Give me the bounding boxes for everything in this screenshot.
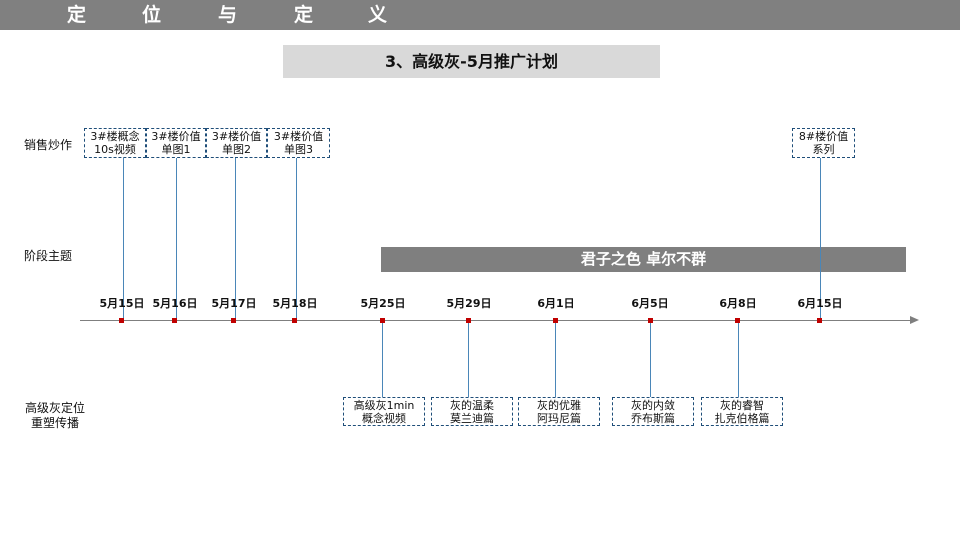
stage-theme-bar: 君子之色 卓尔不群 [381, 247, 906, 272]
timeline-date: 5月17日 [211, 297, 257, 310]
timeline-axis [80, 320, 912, 321]
timeline-tick [119, 318, 124, 323]
header-title-char: 定 [67, 4, 87, 26]
row-label-repositioning: 高级灰定位 重塑传播 [22, 401, 88, 431]
connector-line [123, 158, 124, 320]
connector-line [820, 158, 821, 320]
connector-line [738, 320, 739, 397]
event-line: 灰的温柔 [450, 399, 494, 412]
event-line: 莫兰迪篇 [450, 412, 494, 425]
header-title-char: 义 [368, 4, 388, 26]
connector-line [235, 158, 236, 320]
reposition-event-box: 灰的睿智 扎克伯格篇 [701, 397, 783, 426]
connector-line [650, 320, 651, 397]
timeline-date: 5月18日 [272, 297, 318, 310]
reposition-event-box: 灰的优雅 阿玛尼篇 [518, 397, 600, 426]
event-line: 3#楼价值 [151, 130, 201, 143]
event-line: 3#楼价值 [273, 130, 324, 143]
timeline-tick [380, 318, 385, 323]
event-line: 概念视频 [362, 412, 406, 425]
timeline-date: 5月25日 [360, 297, 406, 310]
event-line: 3#楼价值 [211, 130, 262, 143]
timeline-date: 5月29日 [446, 297, 492, 310]
sales-event-box: 3#楼价值 单图3 [267, 128, 330, 158]
connector-line [296, 158, 297, 320]
timeline-tick [817, 318, 822, 323]
event-line: 灰的内敛 [631, 399, 675, 412]
timeline-date: 6月5日 [631, 297, 669, 310]
connector-line [382, 320, 383, 397]
event-line: 3#楼概念 [90, 130, 140, 143]
event-line: 单图2 [222, 143, 251, 156]
row-label-line: 重塑传播 [30, 416, 79, 430]
reposition-event-box: 灰的温柔 莫兰迪篇 [431, 397, 513, 426]
event-line: 单图1 [161, 143, 191, 156]
timeline-tick [553, 318, 558, 323]
axis-arrow-icon [910, 316, 919, 324]
row-label-line: 高级灰定位 [24, 401, 85, 415]
connector-line [176, 158, 177, 320]
timeline-tick [231, 318, 236, 323]
row-label-sales: 销售炒作 [24, 138, 73, 152]
sales-event-box: 3#楼价值 单图2 [206, 128, 267, 158]
reposition-event-box: 高级灰1min 概念视频 [343, 397, 425, 426]
timeline-date: 5月15日 [99, 297, 145, 310]
event-line: 高级灰1min [353, 399, 415, 412]
timeline-date: 6月8日 [719, 297, 757, 310]
header-title-char: 位 [142, 4, 162, 26]
timeline-date: 6月15日 [797, 297, 843, 310]
sales-event-box: 8#楼价值 系列 [792, 128, 855, 158]
row-label-stage: 阶段主题 [24, 249, 73, 263]
reposition-event-box: 灰的内敛 乔布斯篇 [612, 397, 694, 426]
timeline-tick [292, 318, 297, 323]
sales-event-box: 3#楼价值 单图1 [146, 128, 206, 158]
header-title-char: 定 [294, 4, 314, 26]
event-line: 阿玛尼篇 [537, 412, 581, 425]
event-line: 灰的睿智 [720, 399, 764, 412]
timeline-tick [466, 318, 471, 323]
timeline-tick [648, 318, 653, 323]
event-line: 扎克伯格篇 [714, 412, 770, 425]
event-line: 灰的优雅 [537, 399, 581, 412]
event-line: 10s视频 [94, 143, 136, 156]
connector-line [555, 320, 556, 397]
timeline-date: 5月16日 [152, 297, 198, 310]
timeline-tick [735, 318, 740, 323]
event-line: 乔布斯篇 [631, 412, 675, 425]
header-bar: 定 位 与 定 义 [0, 0, 960, 30]
event-line: 8#楼价值 [798, 130, 849, 143]
timeline-date: 6月1日 [537, 297, 575, 310]
event-line: 单图3 [284, 143, 313, 156]
timeline-tick [172, 318, 177, 323]
connector-line [468, 320, 469, 397]
sales-event-box: 3#楼概念 10s视频 [84, 128, 146, 158]
header-title-char: 与 [218, 4, 238, 26]
event-line: 系列 [812, 143, 835, 156]
slide-subtitle: 3、高级灰-5月推广计划 [283, 45, 660, 78]
